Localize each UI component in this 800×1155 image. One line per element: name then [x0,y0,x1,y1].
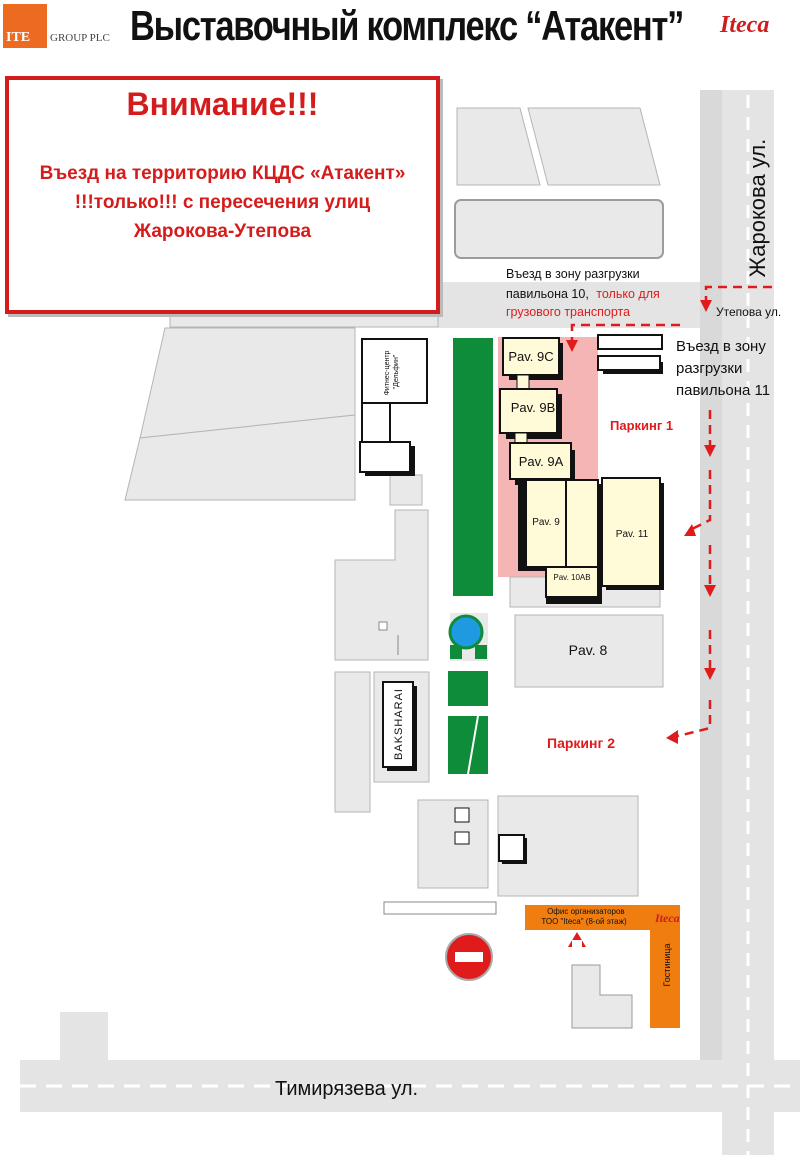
baksharai-label: BAKSHARAI [393,688,405,760]
unloading-bay-11-upper [597,334,663,350]
ite-logo-text: ITE [6,30,31,45]
baksharai-building [382,681,414,768]
green-boulevard [453,338,493,596]
block-left-lower [124,414,356,501]
pav10-unloading-note: Въезд в зону разгрузки павильона 10, тол… [506,267,663,319]
organizer-office-logo: Iteca [654,911,680,925]
attention-title: Внимание!!! [126,86,319,122]
pav-9b-link [514,432,528,444]
block-small [389,474,423,506]
route-arrow-7-icon [666,730,678,744]
pav-10ab-label: Pav. 10AB [553,573,590,582]
hotel-label: Гостиница [662,943,672,986]
block-long [454,199,664,259]
parking-2-label: Паркинг 2 [547,735,615,751]
block-lower-left [417,799,489,889]
side-road-stub [60,1012,108,1067]
green-patch-1 [448,671,488,706]
office-entrance-arrow-icon [568,932,586,947]
pav-9a [509,442,572,480]
pav-8 [514,614,664,688]
block-top-right [527,107,661,186]
green-patch-2 [448,716,488,774]
block-left-strip [334,671,371,813]
block-top-left [456,107,541,186]
route-arrow-4-icon [684,524,696,536]
attention-notice: Внимание!!! Въезд на территорию КЦДС «Ат… [5,76,440,314]
group-plc-text: GROUP PLC [50,32,110,44]
pav-9b-label: Pav. 9B [511,400,556,415]
route-entry-utepova [704,285,772,300]
route-arrow-5-icon [704,585,716,597]
pav-9c-label: Pav. 9C [508,349,553,364]
lower-square [498,834,525,862]
fountain-green-right [475,645,487,659]
pav-9b [499,388,558,434]
route-arrow-2-icon [566,340,578,352]
no-entry-bar [455,952,483,962]
route-pav10 [570,323,680,340]
utepova-road [438,282,728,328]
page-title: Выставочный комплекс “Атакент” [130,2,684,49]
header: ITE GROUP PLC Выставочный комплекс “Атак… [0,0,800,62]
route-arrow-3-icon [704,445,716,457]
small-kiosk [378,621,388,631]
pav-11 [601,477,661,587]
organizer-office-label: Офис организаторов ТОО "Iteca" (8-ой эта… [541,907,627,926]
fitness-center-label: Фитнес-центр "Дельфин" [384,349,400,396]
pav11-unloading-note: Въезд в зону разгрузки павильона 11 [676,338,770,399]
lower-kiosk-1 [454,807,470,823]
route-parking-2 [677,700,712,738]
route-arrow-1-icon [700,300,712,312]
iteca-logo: Iteca [720,12,770,38]
ite-logo [3,4,47,48]
green-path [467,715,479,775]
route-pav11 [689,470,712,532]
pav-8-label: Pav. 8 [569,642,608,658]
zharokova-street-label: Жарокова ул. [745,139,770,278]
fountain [448,614,484,650]
lower-kiosk-2 [454,831,470,845]
parking-1-label: Паркинг 1 [610,418,673,433]
pav-9c-link [516,374,530,390]
fountain-green-left [450,645,462,659]
route-arrow-6-icon [704,668,716,680]
pav-11-label: Pav. 11 [616,529,649,540]
pav-9c [502,337,560,376]
gate-barrier [383,901,497,915]
organizer-office-building [525,905,680,1028]
block-left-mid [334,509,429,661]
attention-text: Въезд на территорию КЦДС «Атакент» !!!то… [39,163,406,242]
pav-10ab-tower [565,479,599,571]
block-bottom [571,964,633,1029]
pav-9-label: Pav. 9 [532,517,560,528]
unloading-bay-11-lower [597,355,661,371]
fitness-center-building [361,338,428,404]
utepova-street-label: Утепова ул. [716,305,781,319]
timiryazeva-street-label: Тимирязева ул. [275,1078,418,1100]
fitness-center-annex [361,402,391,444]
pav-10ab [545,566,599,598]
pav-9a-label: Pav. 9A [519,454,564,469]
fitness-center-wing [359,441,411,473]
